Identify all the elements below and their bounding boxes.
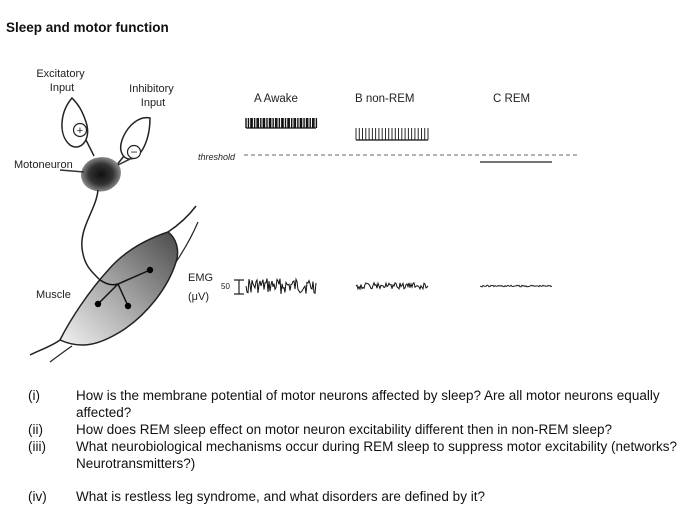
minus-icon: −: [130, 145, 137, 159]
excitatory-input-label: Excitatory Input: [36, 68, 87, 94]
question-number: (iii): [28, 439, 46, 454]
question-item: (iii) What neurobiological mechanisms oc…: [28, 438, 688, 472]
question-number: (ii): [28, 422, 43, 437]
inhibitory-sign-icon: [126, 144, 142, 160]
sleep-motor-diagram: Excitatory Input Inhibitory Input + − Mo…: [14, 68, 578, 363]
page-title: Sleep and motor function: [6, 20, 169, 35]
excitatory-sign-icon: [72, 122, 88, 138]
panel-b-label: B non-REM: [355, 93, 414, 105]
question-list: (i) How is the membrane potential of mot…: [28, 387, 688, 505]
question-text: How is the membrane potential of motor n…: [76, 388, 660, 420]
plus-icon: +: [77, 125, 83, 137]
muscle-label: Muscle: [36, 289, 71, 301]
neuromuscular-junction: [146, 266, 154, 274]
emg-unit-label: (μV): [188, 291, 209, 303]
emg-label: EMG: [188, 272, 213, 284]
scale-bar-value: 50: [221, 282, 230, 291]
muscle-fiber: [58, 231, 179, 346]
rem-emg-trace: [479, 284, 553, 288]
question-item: (i) How is the membrane potential of mot…: [28, 387, 688, 421]
inhibitory-input-fiber: [120, 116, 151, 160]
question-number: (i): [28, 388, 40, 403]
excitatory-input-fiber: [61, 96, 89, 148]
neuromuscular-junction: [124, 302, 132, 310]
awake-emg-trace: [245, 277, 317, 295]
scale-bar: [234, 279, 244, 295]
panel-c-label: C REM: [493, 93, 530, 105]
panel-a-label: A Awake: [254, 93, 298, 105]
neuromuscular-junction: [94, 300, 102, 308]
question-text: How does REM sleep effect on motor neuro…: [76, 422, 613, 437]
question-item: (iv) What is restless leg syndrome, and …: [28, 488, 688, 505]
nonrem-emg-trace: [355, 281, 429, 291]
motor-axon: [81, 189, 101, 281]
motoneuron-label: Motoneuron: [14, 159, 73, 171]
motoneuron-body: [81, 157, 121, 192]
threshold-label: threshold: [198, 152, 236, 162]
awake-spike-train: [245, 118, 318, 129]
question-item: (ii) How does REM sleep effect on motor …: [28, 421, 688, 438]
question-number: (iv): [28, 489, 47, 504]
question-text: What neurobiological mechanisms occur du…: [76, 439, 678, 471]
inhibitory-input-label: Inhibitory Input: [129, 83, 177, 109]
nonrem-spike-train: [355, 128, 429, 141]
question-text: What is restless leg syndrome, and what …: [76, 489, 485, 504]
